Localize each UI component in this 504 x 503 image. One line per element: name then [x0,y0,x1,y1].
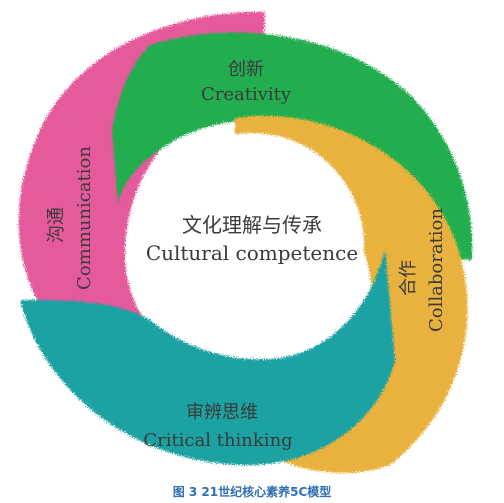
collaboration-label-en: Collaboration [426,208,447,332]
collaboration-segment [235,115,468,473]
creativity-segment [112,32,473,260]
creativity-label-cn: 创新 [228,59,264,80]
critical-thinking-label-en: Critical thinking [143,430,292,451]
collaboration-label-cn: 合作 [398,260,419,296]
critical-thinking-segment [20,250,395,466]
communication-label-cn: 沟通 [46,207,67,243]
communication-label-en: Communication [74,146,95,290]
center-title-cn: 文化理解与传承 [182,213,322,237]
creativity-label-en: Creativity [201,84,292,105]
center-title-en: Cultural competence [146,241,358,265]
center-circle [140,133,364,357]
5c-model-diagram: 文化理解与传承 Cultural competence 创新 Creativit… [18,11,473,473]
figure-caption: 图 3 21世纪核心素养5C模型 [172,485,332,499]
critical-thinking-label-cn: 审辨思维 [186,402,258,423]
